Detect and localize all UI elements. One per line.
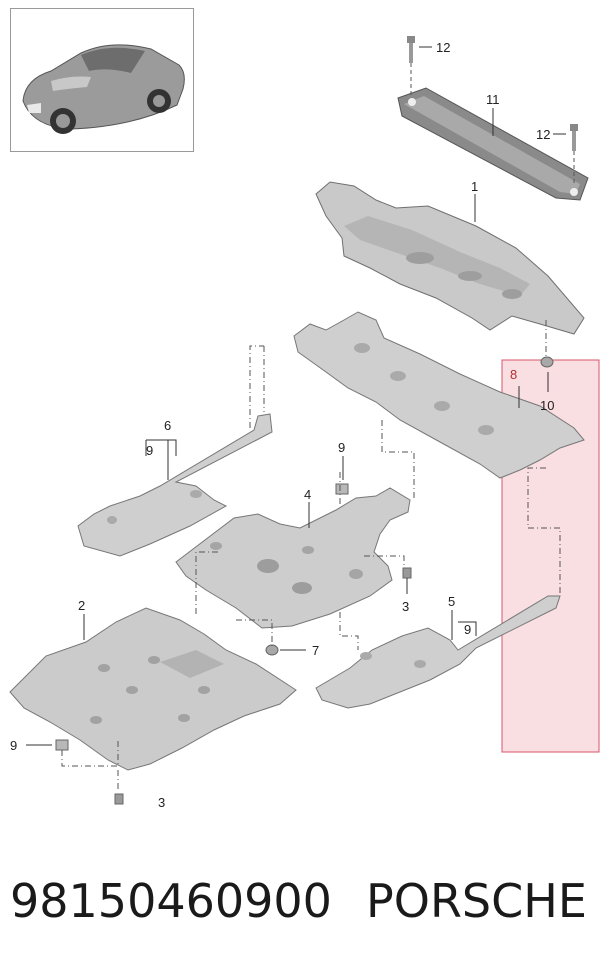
callout-7: 7 (312, 643, 319, 658)
callout-9-part2: 9 (10, 738, 17, 753)
callout-12-top: 12 (436, 40, 450, 55)
nut-7 (265, 644, 279, 656)
clip-9-a (335, 483, 349, 495)
part-2-panel (9, 607, 297, 771)
footer: 98150460900 PORSCHE (0, 868, 600, 948)
bolt-3-b (114, 793, 124, 805)
car-thumbnail (10, 8, 194, 152)
part-4-shield (175, 487, 411, 629)
nut-10 (540, 356, 554, 368)
part-11-bracket (397, 87, 589, 201)
callout-3-part2: 3 (158, 795, 165, 810)
callout-6: 6 (164, 418, 171, 433)
callout-9-part5: 9 (464, 622, 471, 637)
exploded-parts-diagram: 12 11 12 1 8 10 6 9 9 4 3 5 9 2 7 9 3 (9, 36, 600, 810)
part-number: 98150460900 (10, 874, 332, 928)
callout-12-right: 12 (536, 127, 550, 142)
bolt-12-right (570, 124, 578, 186)
callout-1: 1 (471, 179, 478, 194)
callout-9-part6: 9 (146, 443, 153, 458)
brand-name: PORSCHE (366, 874, 587, 928)
bolt-3-a (402, 567, 412, 579)
assembly-lines (61, 320, 561, 792)
part-6-shield (77, 413, 273, 557)
clip-9-b (55, 739, 69, 751)
callout-2: 2 (78, 598, 85, 613)
part-5-shield (315, 595, 561, 709)
car-image (22, 44, 185, 134)
callout-9-part4: 9 (338, 440, 345, 455)
callout-5: 5 (448, 594, 455, 609)
callout-8: 8 (510, 367, 517, 382)
callout-11: 11 (486, 92, 500, 107)
leader-lines (26, 46, 566, 746)
part-1-shield (315, 181, 585, 335)
part-8-shield (293, 311, 585, 479)
callout-3-part4: 3 (402, 599, 409, 614)
callout-4: 4 (304, 487, 311, 502)
callout-10: 10 (540, 398, 554, 413)
bolt-12-left (407, 36, 415, 96)
